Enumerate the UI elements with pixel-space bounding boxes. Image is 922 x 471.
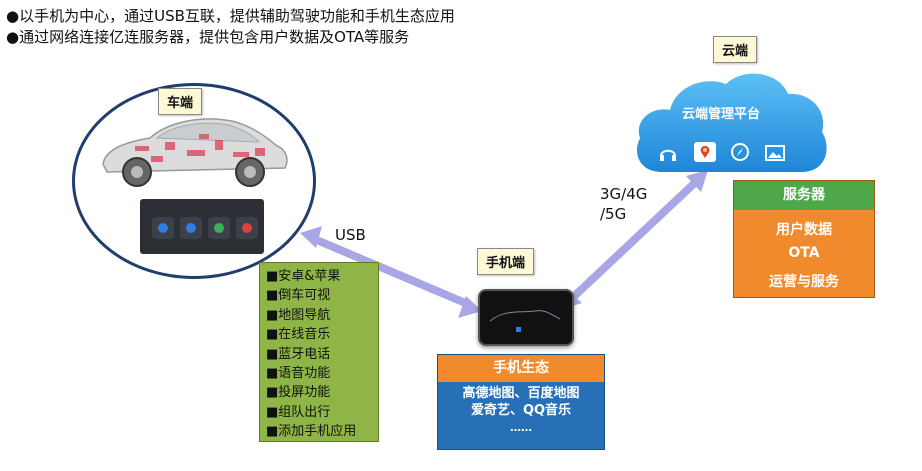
bullet-1: ●以手机为中心，通过USB互联，提供辅助驾驶功能和手机生态应用 xyxy=(6,7,455,25)
network-arrow xyxy=(565,175,703,305)
phone-end-label: 手机端 xyxy=(477,248,535,275)
phone-ecosystem-box: 手机生态 高德地图、百度地图 爱奇艺、QQ音乐 …… xyxy=(437,354,605,450)
feature-item: ■语音功能 xyxy=(266,366,331,382)
ecosystem-line: …… xyxy=(510,421,532,434)
network-label-line: /5G xyxy=(600,205,627,223)
screen-button xyxy=(208,217,230,239)
network-label-line: 3G/4G xyxy=(600,185,648,203)
car-icon xyxy=(102,118,288,187)
screen-button xyxy=(152,217,174,239)
ecosystem-line: 高德地图、百度地图 xyxy=(462,386,580,401)
feature-item: ■在线音乐 xyxy=(266,327,331,343)
map-pin-icon xyxy=(694,142,716,162)
compass-icon xyxy=(731,143,749,161)
feature-item: ■组队出行 xyxy=(266,404,331,420)
usb-arrowhead-right xyxy=(458,296,482,318)
server-title: 服务器 xyxy=(734,181,874,210)
phone-device xyxy=(478,289,574,346)
cloud-end-label: 云端 xyxy=(713,36,758,63)
ecosystem-line: 爱奇艺、QQ音乐 xyxy=(470,403,572,418)
feature-item: ■安卓&苹果 xyxy=(266,269,341,284)
server-item: 运营与服务 xyxy=(769,274,839,290)
bullet-2: ●通过网络连接亿连服务器，提供包含用户数据及OTA等服务 xyxy=(6,28,410,46)
screen-button xyxy=(180,217,202,239)
server-item: OTA xyxy=(788,245,820,261)
feature-item: ■倒车可视 xyxy=(266,288,331,304)
feature-item: ■蓝牙电话 xyxy=(266,346,331,362)
screen-button xyxy=(236,217,258,239)
description-bullets: ●以手机为中心，通过USB互联，提供辅助驾驶功能和手机生态应用 ●通过网络连接亿… xyxy=(6,6,455,48)
ecosystem-title: 手机生态 xyxy=(438,355,604,382)
car-end-label: 车端 xyxy=(158,88,203,115)
feature-item: ■添加手机应用 xyxy=(266,424,357,440)
feature-item: ■地图导航 xyxy=(266,307,331,323)
cloud-shape xyxy=(636,73,827,172)
car-head-unit-screen xyxy=(140,199,264,254)
usb-arrowhead-left xyxy=(300,226,322,248)
feature-item: ■投屏功能 xyxy=(266,385,331,401)
phone-screen-graphic xyxy=(489,310,561,332)
cloud-platform-label: 云端管理平台 xyxy=(682,107,761,122)
server-item: 用户数据 xyxy=(776,222,832,238)
image-icon xyxy=(765,145,785,161)
headphones-icon xyxy=(660,149,676,161)
usb-arrow xyxy=(310,234,472,309)
server-box: 服务器 用户数据 OTA 运营与服务 xyxy=(733,180,875,298)
network-label: 3G/4G /5G xyxy=(600,184,647,224)
usb-label: USB xyxy=(335,226,366,244)
network-arrowhead-top xyxy=(686,170,708,192)
car-feature-list: ■安卓&苹果 ■倒车可视 ■地图导航 ■在线音乐 ■蓝牙电话 ■语音功能 ■投屏… xyxy=(259,262,379,442)
